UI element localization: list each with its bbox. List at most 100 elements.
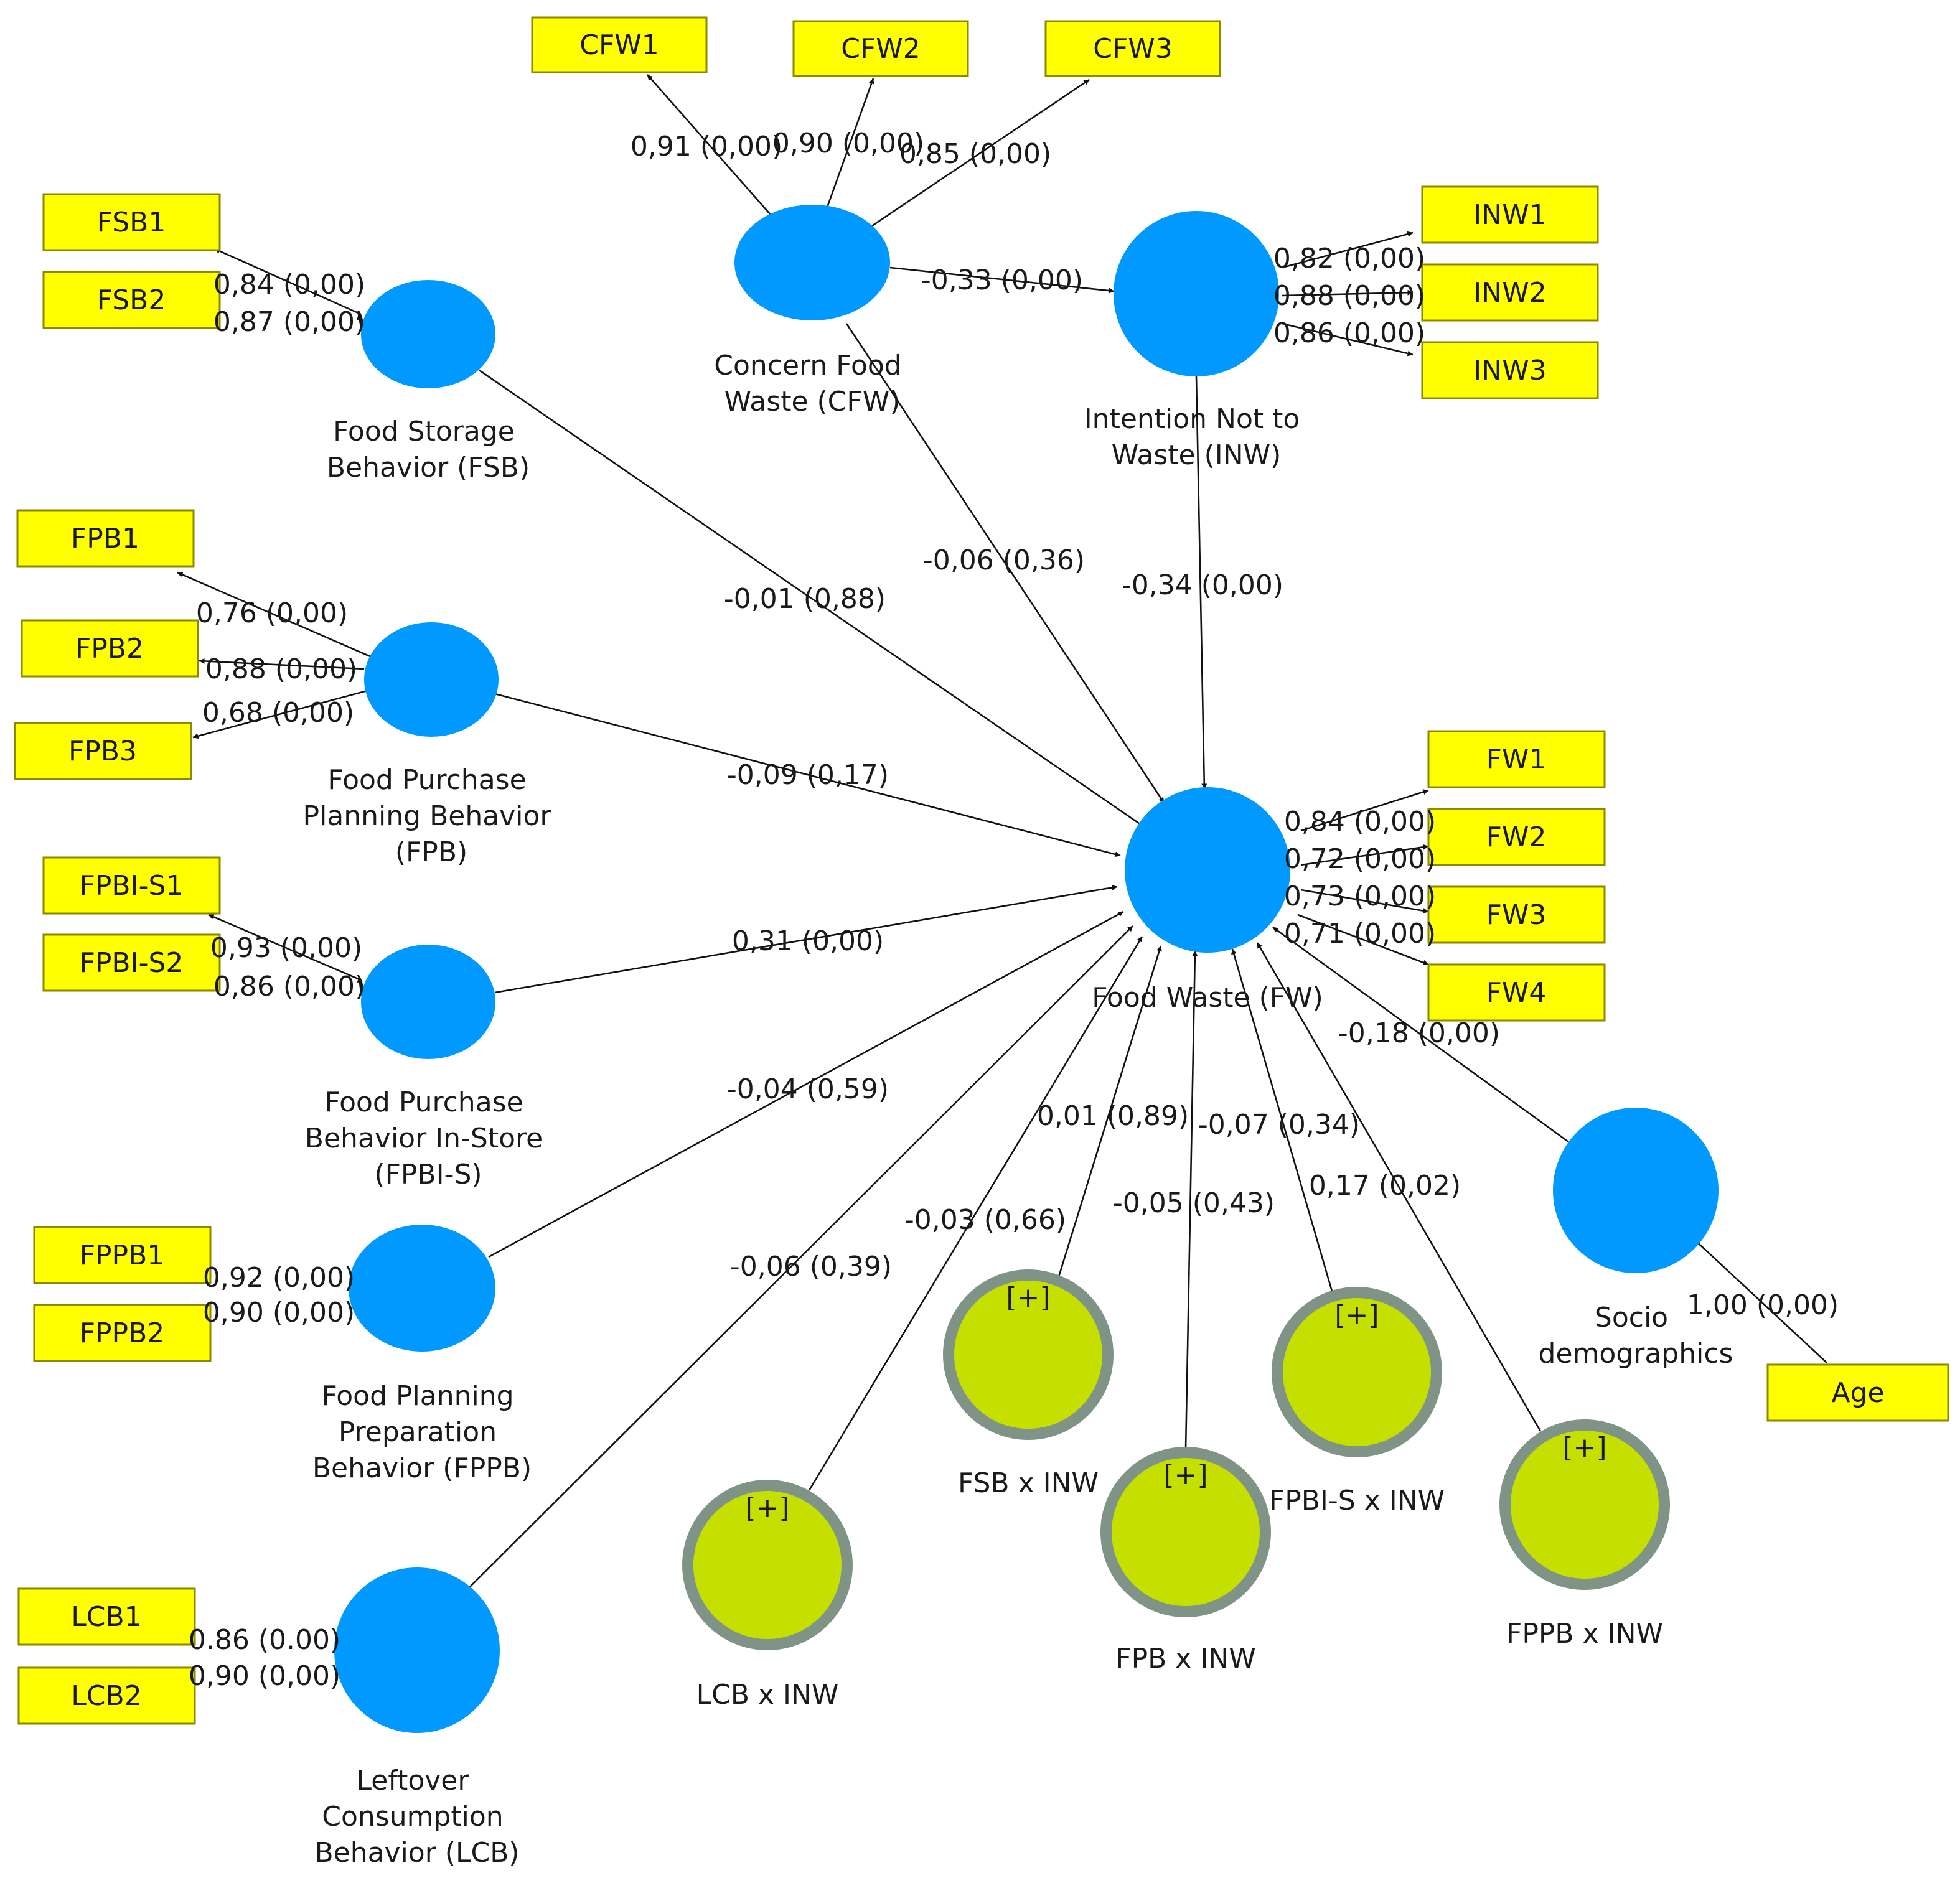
arrow-cfw-cfw3 <box>870 78 1090 228</box>
coef-fpb-fw: -0,09 (0,17) <box>727 759 889 791</box>
indicator-fsb1[interactable]: FSB1 <box>42 193 221 251</box>
construct-socio[interactable] <box>1553 1108 1719 1273</box>
indicator-fsb2[interactable]: FSB2 <box>42 271 221 329</box>
indicator-lcb2[interactable]: LCB2 <box>17 1666 196 1725</box>
moderator-fppb-inw[interactable]: [+] <box>1499 1419 1670 1590</box>
moderator-label-fppb-inw: FPPB x INW <box>1506 1618 1663 1650</box>
indicator-inw1[interactable]: INW1 <box>1421 185 1599 244</box>
indicator-cfw3[interactable]: CFW3 <box>1044 20 1221 77</box>
construct-label-socio: Socio demographics <box>1539 1302 1733 1370</box>
arrow-fpbis-fpbis1 <box>208 913 362 981</box>
svg-text:FSB1: FSB1 <box>97 207 166 238</box>
construct-inw[interactable] <box>1114 211 1279 376</box>
construct-label-fw: Food Waste (FW) <box>1092 982 1323 1014</box>
expand-marker[interactable]: [+] <box>1163 1459 1207 1491</box>
loading-inw2: 0,88 (0,00) <box>1273 280 1425 312</box>
path-lcb-fw <box>466 925 1133 1591</box>
arrow-fpb-fpb3 <box>192 689 368 739</box>
loading-fppb2: 0,90 (0,00) <box>203 1297 355 1329</box>
indicator-fppb1[interactable]: FPPB1 <box>33 1226 212 1284</box>
structural-paths <box>466 266 1569 1591</box>
indicator-fpbis2[interactable]: FPBI-S2 <box>42 933 221 992</box>
expand-marker[interactable]: [+] <box>1006 1282 1050 1314</box>
svg-text:FSB2: FSB2 <box>97 284 166 316</box>
construct-lcb[interactable] <box>334 1567 500 1733</box>
moderator-fsb-inw[interactable]: [+] <box>943 1269 1114 1440</box>
loading-cfw1: 0,91 (0,00) <box>631 131 782 162</box>
svg-text:LCB2: LCB2 <box>71 1680 141 1712</box>
svg-text:FPB1: FPB1 <box>71 523 139 554</box>
arrow-fw-fw3 <box>1300 889 1429 913</box>
arrow-socio-age <box>1692 1238 1827 1363</box>
svg-text:CFW2: CFW2 <box>841 33 921 65</box>
construct-label-lcb: Leftover Consumption Behavior (LCB) <box>314 1765 519 1869</box>
indicator-fw1[interactable]: FW1 <box>1427 730 1606 788</box>
indicator-fpb3[interactable]: FPB3 <box>14 722 192 780</box>
indicator-fw2[interactable]: FW2 <box>1427 808 1606 866</box>
svg-text:CFW1: CFW1 <box>579 29 659 61</box>
expand-marker[interactable]: [+] <box>1562 1432 1606 1464</box>
construct-fw[interactable] <box>1125 787 1290 953</box>
indicator-inw3[interactable]: INW3 <box>1421 341 1599 399</box>
construct-labels: Concern Food Waste (CFW) Intention Not t… <box>303 350 1733 1869</box>
indicator-fpb1[interactable]: FPB1 <box>16 509 195 568</box>
indicator-age[interactable]: Age <box>1766 1363 1949 1422</box>
moderator-label-fpb-inw: FPB x INW <box>1115 1643 1255 1675</box>
construct-fppb[interactable] <box>349 1225 495 1352</box>
path-fppb-fw <box>488 910 1124 1258</box>
svg-text:FPPB2: FPPB2 <box>80 1317 165 1349</box>
coef-fpbis-fw: 0,31 (0,00) <box>732 925 884 957</box>
path-fpbinw-fw <box>1184 950 1198 1451</box>
path-cfw-inw <box>889 266 1115 294</box>
coef-fpbisinw-fw: -0,07 (0,34) <box>1198 1109 1360 1141</box>
moderator-lcb-inw[interactable]: [+] <box>682 1480 853 1650</box>
indicator-fw3[interactable]: FW3 <box>1427 885 1606 944</box>
coef-fpbinw-fw: -0,05 (0,43) <box>1113 1187 1275 1219</box>
path-fpbisinw-fw <box>1231 948 1333 1292</box>
arrow-fw-fw4 <box>1297 913 1429 966</box>
indicator-cfw1[interactable]: CFW1 <box>531 16 708 73</box>
svg-text:FPBI-S1: FPBI-S1 <box>80 870 184 902</box>
indicator-inw2[interactable]: INW2 <box>1421 263 1599 322</box>
indicator-fpb2[interactable]: FPB2 <box>21 619 199 678</box>
indicator-fppb2[interactable]: FPPB2 <box>33 1304 212 1362</box>
indicator-lcb1[interactable]: LCB1 <box>17 1587 196 1646</box>
arrow-fpb-fpb1 <box>177 571 371 658</box>
arrow-fsb-fsb1 <box>214 248 362 315</box>
indicator-boxes: CFW1 CFW2 CFW3 INW1 INW2 INW3 FSB1 FS <box>14 16 1949 1725</box>
construct-cfw[interactable] <box>734 205 890 320</box>
loading-fpbis1: 0,93 (0,00) <box>210 932 362 964</box>
moderator-fpb-inw[interactable]: [+] <box>1100 1447 1271 1617</box>
moderator-fpbis-inw[interactable]: [+] <box>1272 1287 1442 1457</box>
svg-text:INW1: INW1 <box>1473 199 1546 231</box>
construct-fpb[interactable] <box>364 622 499 737</box>
arrow-fw-fw1 <box>1300 789 1429 832</box>
arrow-inw-inw1 <box>1282 231 1414 269</box>
svg-text:FPBI-S2: FPBI-S2 <box>80 947 184 979</box>
expand-marker[interactable]: [+] <box>745 1492 789 1524</box>
svg-text:FW4: FW4 <box>1486 977 1547 1009</box>
indicator-fpbis1[interactable]: FPBI-S1 <box>42 856 221 915</box>
construct-label-inw: Intention Not to Waste (INW) <box>1084 403 1309 471</box>
path-coefficient-labels: -0,33 (0,00) -0,34 (0,00) -0,06 (0,36) -… <box>724 264 1500 1282</box>
indicator-fw4[interactable]: FW4 <box>1427 963 1606 1022</box>
construct-fpbis[interactable] <box>361 945 495 1059</box>
expand-marker[interactable]: [+] <box>1334 1299 1379 1331</box>
coef-inw-fw: -0,34 (0,00) <box>1122 569 1283 601</box>
svg-text:Age: Age <box>1831 1377 1884 1409</box>
loading-age: 1,00 (0,00) <box>1687 1289 1839 1321</box>
indicator-cfw2[interactable]: CFW2 <box>792 20 969 77</box>
svg-text:FW3: FW3 <box>1486 899 1547 931</box>
arrow-inw-inw3 <box>1282 322 1414 357</box>
construct-label-fpbis: Food Purchase Behavior In-Store (FPBI-S) <box>305 1086 551 1190</box>
moderator-label-fsb-inw: FSB x INW <box>958 1467 1099 1499</box>
construct-fsb[interactable] <box>361 280 495 388</box>
path-inw-fw <box>1195 376 1207 790</box>
svg-text:FPB2: FPB2 <box>75 633 144 665</box>
coef-lcbinw-fw: -0,03 (0,66) <box>904 1204 1066 1236</box>
construct-label-cfw: Concern Food Waste (CFW) <box>714 350 911 418</box>
coef-cfw-fw: -0,06 (0,36) <box>923 544 1085 576</box>
path-fsb-fw <box>479 369 1146 829</box>
svg-text:FPB3: FPB3 <box>68 736 137 767</box>
